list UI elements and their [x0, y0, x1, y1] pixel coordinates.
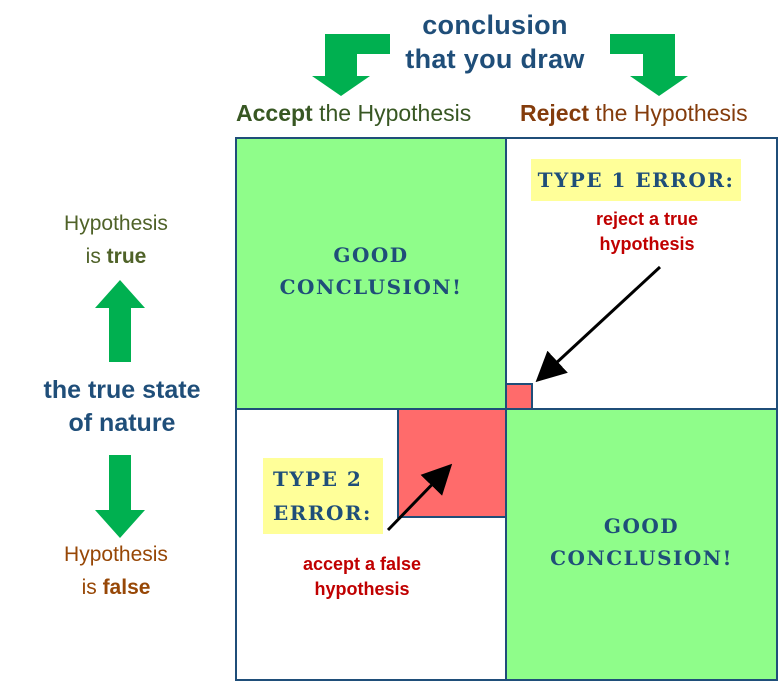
good-top-line1: GOOD	[333, 243, 409, 267]
type1-error-cell: TYPE 1 ERROR: reject a true hypothesis	[505, 137, 778, 410]
good-bottom-line1: GOOD	[603, 514, 680, 538]
accept-rest: the Hypothesis	[312, 100, 472, 126]
is-prefix: is	[85, 245, 107, 268]
type2-pointer-arrow	[386, 463, 453, 532]
reject-rest: the Hypothesis	[589, 100, 748, 126]
true-word: true	[106, 245, 147, 268]
accept-column-label: Accept the Hypothesis	[236, 100, 471, 127]
reject-word: Reject	[520, 100, 590, 126]
type1-title: TYPE 1 ERROR:	[537, 168, 735, 192]
state-line2: of nature	[68, 409, 176, 437]
type2-title-line1: TYPE 2	[273, 467, 363, 491]
type1-desc-line1: reject a true	[595, 209, 699, 229]
type1-error-region	[505, 383, 533, 410]
conclusion-title-line1: conclusion	[422, 10, 568, 40]
type2-title-line2: ERROR:	[273, 501, 372, 525]
type2-desc-line1: accept a false	[302, 554, 422, 574]
accept-word: Accept	[236, 100, 313, 126]
up-green-arrow	[95, 280, 145, 362]
false-word: false	[102, 576, 151, 599]
conclusion-title: conclusion that you draw	[330, 8, 660, 76]
hypothesis-false-line1: Hypothesis	[64, 543, 168, 566]
hypothesis-true-label: Hypothesis is true	[14, 207, 218, 273]
type1-desc-line2: hypothesis	[599, 234, 695, 254]
is-prefix: is	[81, 576, 103, 599]
hypothesis-false-line2: is false	[14, 571, 218, 604]
down-green-arrow	[95, 455, 145, 538]
right-green-arrow	[610, 34, 688, 96]
type1-desc: reject a true hypothesis	[547, 207, 747, 257]
type1-highlight: TYPE 1 ERROR:	[531, 159, 741, 201]
type2-desc: accept a false hypothesis	[267, 552, 457, 602]
good-conclusion-top-cell: GOOD CONCLUSION!	[235, 137, 507, 410]
left-green-arrow	[312, 34, 390, 96]
conclusion-title-line2: that you draw	[405, 44, 585, 74]
good-conclusion-bottom-cell: GOOD CONCLUSION!	[505, 408, 778, 681]
reject-column-label: Reject the Hypothesis	[520, 100, 748, 127]
hypothesis-false-label: Hypothesis is false	[14, 538, 218, 604]
state-line1: the true state	[43, 376, 201, 404]
type2-desc-line2: hypothesis	[314, 579, 410, 599]
good-bottom-line2: CONCLUSION!	[550, 546, 733, 570]
true-state-label: the true state of nature	[6, 374, 238, 440]
hypothesis-true-line2: is true	[14, 240, 218, 273]
type2-highlight: TYPE 2 ERROR:	[263, 458, 383, 534]
type1-pointer-arrow	[535, 265, 662, 383]
good-top-line2: CONCLUSION!	[279, 275, 463, 299]
hypothesis-true-line1: Hypothesis	[64, 212, 168, 235]
